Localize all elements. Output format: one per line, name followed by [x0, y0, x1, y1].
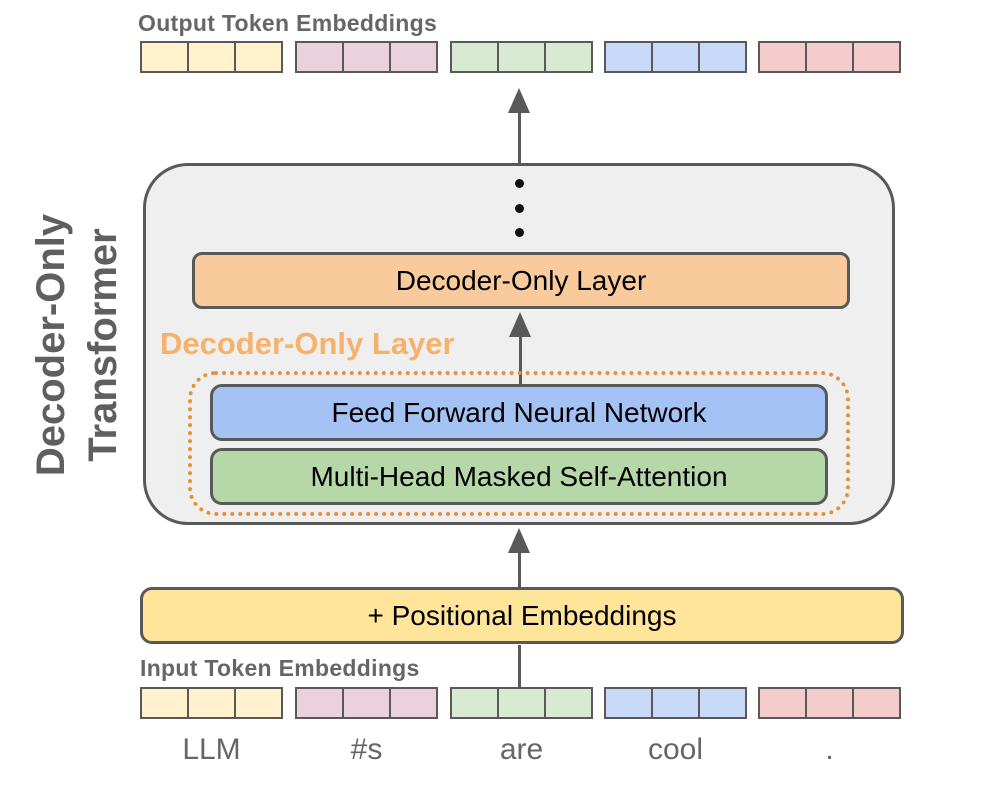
embedding-cell [546, 689, 591, 717]
ellipsis-dot [515, 179, 524, 188]
input-embedding-block-0 [140, 687, 283, 719]
embedding-cell [807, 689, 854, 717]
token-word-1: #s [350, 733, 383, 766]
feed-forward-box: Feed Forward Neural Network [210, 384, 828, 441]
embedding-cell [499, 43, 546, 71]
embedding-cell [344, 689, 391, 717]
arrow-up-input-icon [508, 528, 530, 553]
arrow-up-layer-shaft [519, 335, 522, 384]
diagram-side-title: Decoder-Only Transformer [25, 135, 129, 555]
embedding-cell [189, 689, 236, 717]
embedding-cell [606, 43, 653, 71]
token-word-4: . [825, 733, 834, 766]
embedding-cell [189, 43, 236, 71]
input-token-embeddings-label: Input Token Embeddings [140, 655, 420, 681]
embedding-cell [142, 689, 189, 717]
ellipsis-dot [515, 204, 524, 213]
side-title-line2: Transformer [81, 228, 125, 462]
arrow-up-input-shaft [518, 551, 521, 587]
embedding-cell [391, 43, 436, 71]
embedding-cell [546, 43, 591, 71]
embedding-cell [297, 689, 344, 717]
output-embedding-block-3 [604, 41, 747, 73]
input-embedding-block-4 [758, 687, 901, 719]
token-words-row: LLM #s are cool. [0, 733, 1008, 777]
side-title-line1: Decoder-Only [29, 213, 73, 477]
embedding-cell [236, 43, 281, 71]
decoder-layer-dotted-outline [188, 371, 850, 516]
positional-embeddings-box: + Positional Embeddings [140, 587, 904, 644]
arrow-up-output-icon [508, 88, 530, 113]
embedding-cell [499, 689, 546, 717]
embedding-cell [391, 689, 436, 717]
embedding-cell [653, 43, 700, 71]
masked-self-attention-box: Multi-Head Masked Self-Attention [210, 448, 828, 505]
output-embedding-block-0 [140, 41, 283, 73]
embedding-cell [236, 689, 281, 717]
feed-forward-box-label: Feed Forward Neural Network [331, 396, 707, 428]
token-word-2: are [499, 733, 544, 766]
output-embedding-block-1 [295, 41, 438, 73]
output-token-embeddings-label: Output Token Embeddings [138, 10, 438, 36]
decoder-only-layer-box: Decoder-Only Layer [192, 252, 850, 309]
masked-self-attention-box-label: Multi-Head Masked Self-Attention [310, 460, 728, 492]
embedding-cell [760, 43, 807, 71]
output-embeddings-row [0, 41, 1008, 73]
input-embedding-block-3 [604, 687, 747, 719]
embedding-cell [854, 43, 899, 71]
embedding-cell [653, 689, 700, 717]
token-word-3: cool [647, 733, 704, 766]
embedding-cell [344, 43, 391, 71]
input-embedding-block-1 [295, 687, 438, 719]
embedding-cell [760, 689, 807, 717]
arrow-up-output-shaft [518, 111, 521, 163]
input-embedding-block-2 [450, 687, 593, 719]
embedding-cell [854, 689, 899, 717]
input-embeddings-row [0, 687, 1008, 719]
output-embedding-block-4 [758, 41, 901, 73]
embedding-cell [297, 43, 344, 71]
embedding-cell [807, 43, 854, 71]
positional-embeddings-box-label: + Positional Embeddings [367, 599, 677, 631]
embedding-cell [142, 43, 189, 71]
embedding-cell [700, 689, 745, 717]
ellipsis-dot [515, 228, 524, 237]
arrow-up-layer-icon [509, 312, 531, 337]
embedding-cell [452, 689, 499, 717]
embedding-cell [606, 689, 653, 717]
embedding-cell [452, 43, 499, 71]
input-connector-line [518, 645, 521, 687]
decoder-only-layer-annotation: Decoder-Only Layer [160, 326, 455, 361]
output-embedding-block-2 [450, 41, 593, 73]
token-word-0: LLM [182, 733, 241, 766]
decoder-only-layer-box-label: Decoder-Only Layer [395, 264, 647, 296]
embedding-cell [700, 43, 745, 71]
